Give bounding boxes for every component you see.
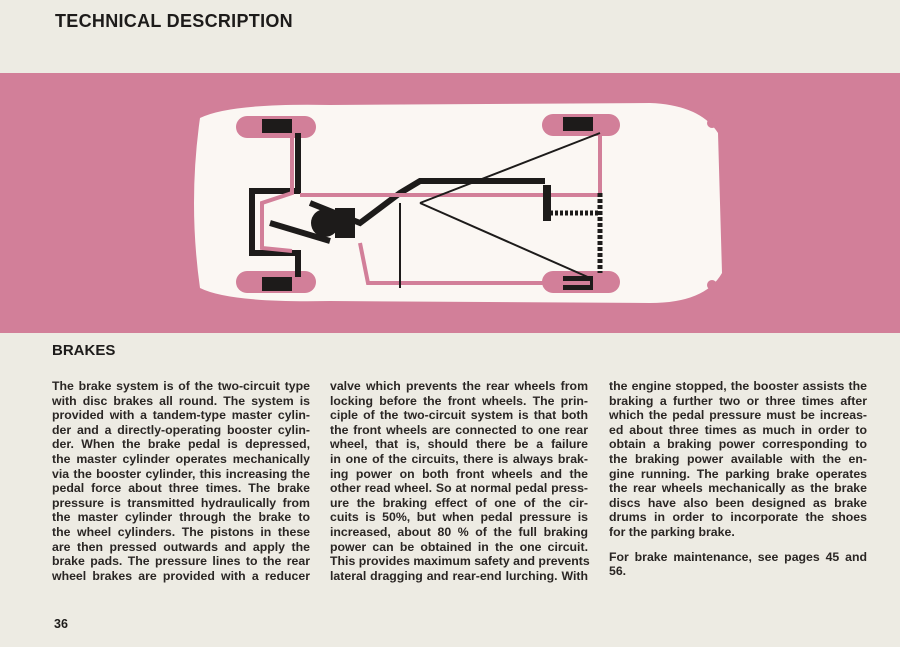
text-line: drums in order to incorporate the shoes bbox=[609, 510, 867, 525]
text-line: with disc brakes all round. The system i… bbox=[52, 393, 310, 408]
car-brake-illustration bbox=[194, 103, 722, 303]
maintenance-reference: 56. bbox=[609, 564, 627, 579]
text-line: the wheel cylinders. The pistons in thes… bbox=[52, 524, 310, 539]
text-line: obtain a braking power corresponding to bbox=[609, 437, 867, 452]
text-line: the front wheels are connected to one re… bbox=[330, 422, 588, 437]
text-line: der. When the brake pedal is depressed, bbox=[52, 437, 310, 452]
text-line: via the booster cylinder, this increasin… bbox=[52, 466, 310, 481]
text-line: gine running. The parking brake operates bbox=[609, 466, 867, 481]
text-line: the master cylinder operates mechanicall… bbox=[52, 451, 310, 466]
parking-brake-cables bbox=[399, 132, 603, 288]
page-title: TECHNICAL DESCRIPTION bbox=[55, 11, 293, 31]
text-line: der and a directly-operating booster cyl… bbox=[52, 422, 310, 437]
text-line: other read wheel. So at normal pedal pre… bbox=[330, 481, 588, 496]
text-line: discs have also been designed as brake bbox=[609, 495, 867, 510]
text-column-3: the engine stopped, the booster assists … bbox=[609, 379, 867, 579]
page-number: 36 bbox=[54, 617, 68, 631]
car-body bbox=[194, 103, 722, 303]
maintenance-reference: For brake maintenance, see pages 45 and bbox=[609, 549, 867, 564]
text-line: the braking power available with the en- bbox=[609, 451, 867, 466]
text-line: ed about three times as much in order to bbox=[609, 422, 867, 437]
text-line: for the parking brake. bbox=[609, 524, 735, 539]
text-line: power can be obtained in the one circuit… bbox=[330, 539, 588, 554]
text-line: are then pressed outwards and apply the bbox=[52, 539, 310, 554]
text-line: the engine stopped, the booster assists … bbox=[609, 379, 867, 393]
text-line: valve which prevents the rear wheels fro… bbox=[330, 379, 588, 393]
text-line: lateral dragging and rear-end lurching. … bbox=[330, 568, 588, 583]
text-column-2: valve which prevents the rear wheels fro… bbox=[330, 379, 590, 583]
text-line: ciple of the two-circuit system is that … bbox=[330, 408, 588, 423]
text-line: brake pads. The pressure lines to the re… bbox=[52, 554, 310, 569]
tail-light bbox=[707, 280, 717, 290]
section-heading: BRAKES bbox=[52, 342, 116, 359]
text-line: wheel, that is, should there be a failur… bbox=[330, 437, 588, 452]
text-line: ing power on both front wheels and the bbox=[330, 466, 588, 481]
text-line: wheel brakes are provided with a reducer bbox=[52, 568, 310, 583]
paragraph-gap bbox=[609, 540, 867, 550]
text-line: This provides maximum safety and prevent… bbox=[330, 554, 590, 569]
text-line: ure the braking effect of one of the cir… bbox=[330, 495, 588, 510]
text-line: pressure is transmitted hydraulically fr… bbox=[52, 495, 310, 510]
master-cylinder bbox=[335, 208, 355, 238]
text-line: The brake system is of the two-circuit t… bbox=[52, 379, 310, 393]
booster-cylinder bbox=[311, 209, 339, 237]
text-column-1: The brake system is of the two-circuit t… bbox=[52, 379, 310, 583]
text-line: pedal force about three times. The brake bbox=[52, 481, 310, 496]
text-line: the master cylinder through the brake to bbox=[52, 510, 310, 525]
text-line: increased, about 80 % of the full brakin… bbox=[330, 524, 588, 539]
text-line: provided with a tandem-type master cylin… bbox=[52, 408, 310, 423]
text-line: in one of the circuits, there is always … bbox=[330, 451, 588, 466]
brake-system-diagram bbox=[0, 73, 900, 333]
text-line: braking a further two or three times aft… bbox=[609, 393, 867, 408]
text-line: which the pedal pressure must be increas… bbox=[609, 408, 867, 423]
text-line: cuits is 50%, but when pedal pressure is bbox=[330, 510, 588, 525]
text-line: the rear wheels mechanically as the brak… bbox=[609, 481, 867, 496]
text-line: locking before the front wheels. The pri… bbox=[330, 393, 588, 408]
tail-light bbox=[707, 118, 717, 128]
reducer-valve bbox=[543, 185, 551, 221]
brake-circuit-pink bbox=[260, 135, 602, 285]
